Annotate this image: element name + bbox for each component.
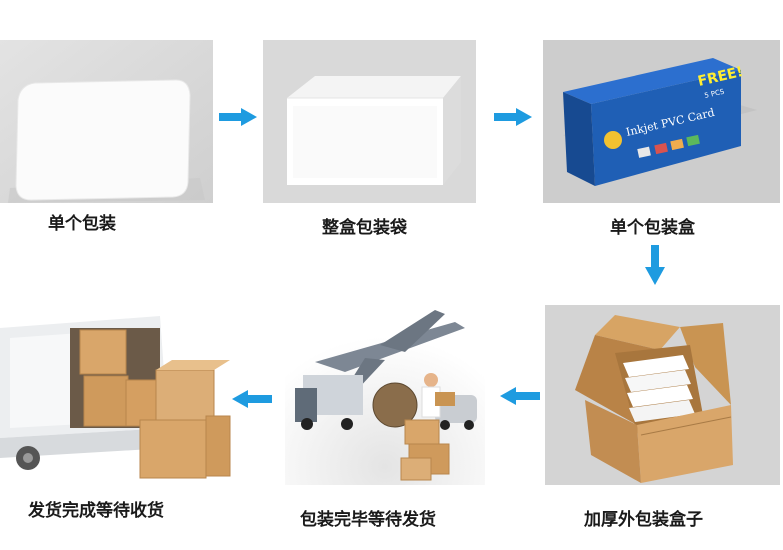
logistics-scene-image [285,300,485,485]
retail-box-image: Inkjet PVC Card FREE! 5 PCS [543,40,780,203]
step-1-label: 单个包装 [48,214,116,234]
step-2-label: 整盒包装袋 [322,218,407,238]
step-4-label: 加厚外包装盒子 [584,510,703,530]
step-6-label: 发货完成等待收货 [28,501,164,521]
step-6-panel [0,308,232,486]
step-2-panel [263,40,476,203]
arrow-left-2-icon [232,390,272,408]
step-4-panel [545,305,780,485]
arrow-right-2-icon [494,108,532,126]
arrow-down-icon [645,245,665,285]
card-stack-image [263,40,476,203]
step-5-label: 包装完毕等待发货 [300,510,436,530]
delivery-truck-image [0,308,232,486]
step-1-panel [0,40,213,203]
arrow-left-1-icon [500,387,540,405]
blank-card-image [0,40,213,203]
outer-carton-image [545,305,780,485]
arrow-right-1-icon [219,108,257,126]
step-3-panel: Inkjet PVC Card FREE! 5 PCS [543,40,780,203]
step-5-panel [285,300,485,485]
step-3-label: 单个包装盒 [610,218,695,238]
